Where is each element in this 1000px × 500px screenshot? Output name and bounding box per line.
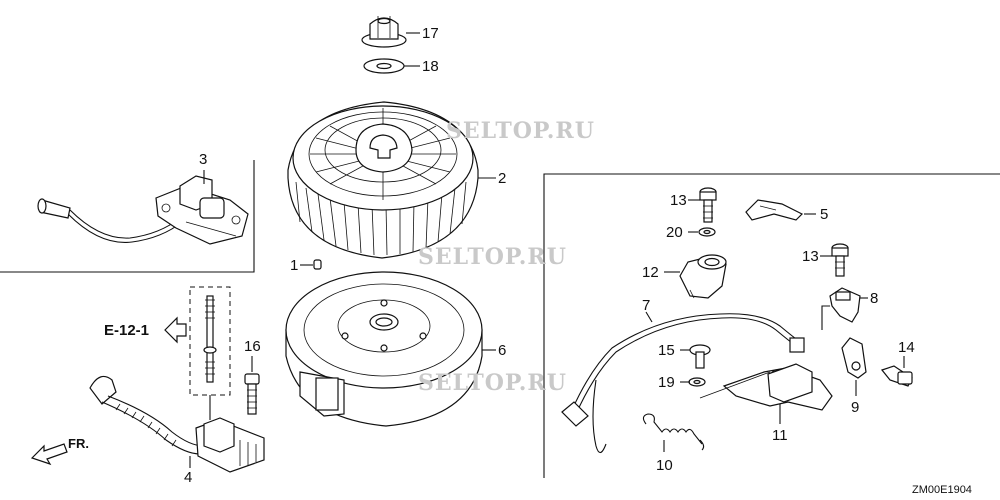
callout-10: 10 <box>656 457 673 474</box>
bolt-13-upper <box>699 187 717 223</box>
callout-2: 2 <box>498 170 507 187</box>
watermark-text: SELTOP.RU <box>446 118 595 144</box>
washer-18 <box>363 58 405 74</box>
callout-13-upper: 13 <box>670 192 687 209</box>
bolt-16 <box>244 373 260 415</box>
bolt-15 <box>689 344 711 369</box>
callout-20: 20 <box>666 224 683 241</box>
callout-6: 6 <box>498 342 507 359</box>
control-plate-11 <box>699 363 833 411</box>
front-direction-arrow <box>30 443 68 466</box>
callout-3: 3 <box>199 151 208 168</box>
front-marker-label: FR. <box>68 436 89 451</box>
watermark-text: SELTOP.RU <box>418 370 567 396</box>
callout-12: 12 <box>642 264 659 281</box>
wire-clamp-8 <box>829 287 861 323</box>
reference-arrow <box>164 316 187 344</box>
spring-10 <box>642 413 705 451</box>
callout-8: 8 <box>870 290 879 307</box>
callout-9: 9 <box>851 399 860 416</box>
callout-17: 17 <box>422 25 439 42</box>
bracket-9 <box>841 337 867 379</box>
screw-14 <box>880 365 913 387</box>
callout-14: 14 <box>898 339 915 356</box>
control-base-12 <box>679 254 727 299</box>
section-reference: E-12-1 <box>104 322 150 339</box>
diagram-code: ZM00E1904 <box>912 484 972 496</box>
ignition-coil-frame <box>0 160 255 273</box>
callout-4: 4 <box>184 469 193 486</box>
callout-15: 15 <box>658 342 675 359</box>
callout-1: 1 <box>290 257 299 274</box>
callout-5: 5 <box>820 206 829 223</box>
flywheel-6 <box>285 271 483 427</box>
callout-18: 18 <box>422 58 439 75</box>
callout-7: 7 <box>642 297 651 314</box>
callout-13-right: 13 <box>802 248 819 265</box>
woodruff-key-1 <box>313 259 322 270</box>
bolt-13-right <box>831 243 849 277</box>
callout-19: 19 <box>658 374 675 391</box>
callout-16: 16 <box>244 338 261 355</box>
stud-bolt-group <box>189 286 231 420</box>
ignition-coil-4 <box>89 375 265 473</box>
control-group-frame <box>543 173 1000 478</box>
watermark-text: SELTOP.RU <box>418 244 567 270</box>
wire-harness-7 <box>561 313 805 454</box>
washer-19 <box>688 377 706 387</box>
flange-nut-17 <box>361 16 407 48</box>
washer-20 <box>698 227 716 237</box>
control-lever-5 <box>745 199 804 221</box>
callout-11: 11 <box>772 427 788 444</box>
ignition-coil-3 <box>37 175 249 245</box>
